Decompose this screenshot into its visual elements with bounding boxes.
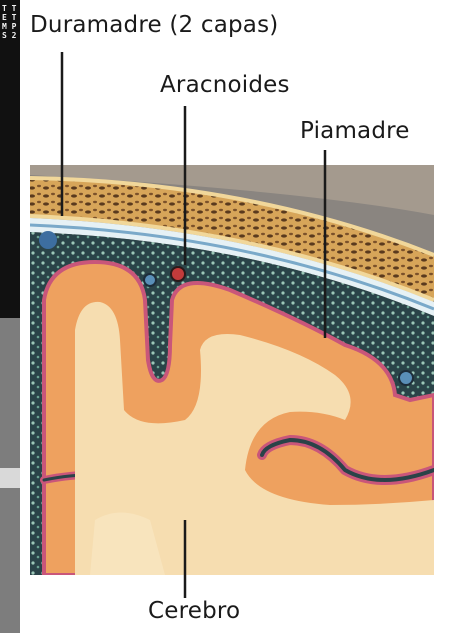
label-cerebro: Cerebro	[148, 598, 240, 624]
vessel-red	[171, 267, 185, 281]
label-duramadre: Duramadre (2 capas)	[30, 12, 278, 38]
vessel-blue	[144, 274, 156, 286]
label-aracnoides: Aracnoides	[160, 72, 290, 98]
vessel-blue-left	[39, 231, 57, 249]
label-piamadre: Piamadre	[300, 118, 410, 144]
vessel-blue-right	[399, 371, 413, 385]
